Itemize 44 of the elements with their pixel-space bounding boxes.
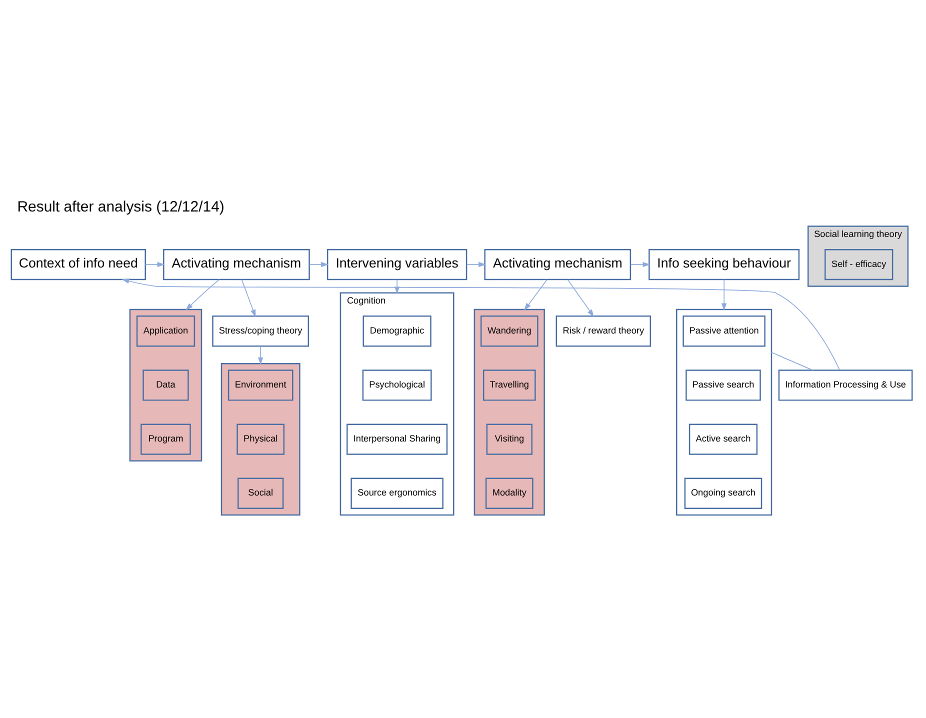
node-box: Visiting	[486, 424, 532, 455]
node-box: Interpersonal Sharing	[346, 424, 448, 455]
node-box: Modality	[485, 478, 534, 509]
arrow	[630, 262, 650, 268]
cluster	[474, 308, 545, 516]
node-box: Information Processing & Use	[778, 370, 913, 401]
arrow	[241, 279, 256, 318]
diagram-title: Result after analysis (12/12/14)	[17, 198, 224, 216]
node-box: Psychological	[362, 370, 432, 401]
cluster	[220, 362, 300, 516]
arrow	[309, 262, 329, 268]
node-box: Travelling	[482, 370, 536, 401]
node-box: Passive search	[686, 370, 761, 401]
node-box: Context of info need	[10, 248, 146, 280]
node-box: Wandering	[480, 316, 538, 347]
node-box: Environment	[228, 370, 294, 401]
arrow	[721, 279, 727, 311]
node-box: Ongoing search	[684, 478, 762, 509]
node-box: Active search	[688, 424, 758, 455]
node-box: Program	[140, 424, 191, 455]
node-box: Intervening variables	[326, 248, 468, 280]
cluster	[129, 308, 202, 462]
cluster	[676, 308, 772, 516]
node-box: Data	[142, 370, 189, 401]
arrow	[122, 278, 840, 370]
node-box: Activating mechanism	[163, 248, 310, 280]
arrow	[186, 279, 220, 310]
arrow	[144, 262, 165, 268]
connector	[771, 352, 814, 371]
node-box: Application	[136, 316, 196, 347]
node-box: Risk / reward theory	[556, 316, 652, 347]
arrow	[466, 262, 486, 268]
node-box: Activating mechanism	[484, 248, 632, 280]
node-box: Physical	[236, 424, 285, 455]
arrow	[567, 279, 594, 317]
node-box: Demographic	[362, 316, 432, 347]
node-box: Social	[238, 478, 284, 509]
arrow	[258, 346, 264, 365]
node-box: Self - efficacy	[824, 248, 894, 280]
node-box: Source ergonomics	[350, 478, 444, 509]
arrow	[524, 279, 548, 310]
node-box: Info seeking behaviour	[648, 248, 800, 280]
node-box: Stress/coping theory	[212, 316, 310, 347]
node-box: Passive attention	[682, 316, 766, 347]
